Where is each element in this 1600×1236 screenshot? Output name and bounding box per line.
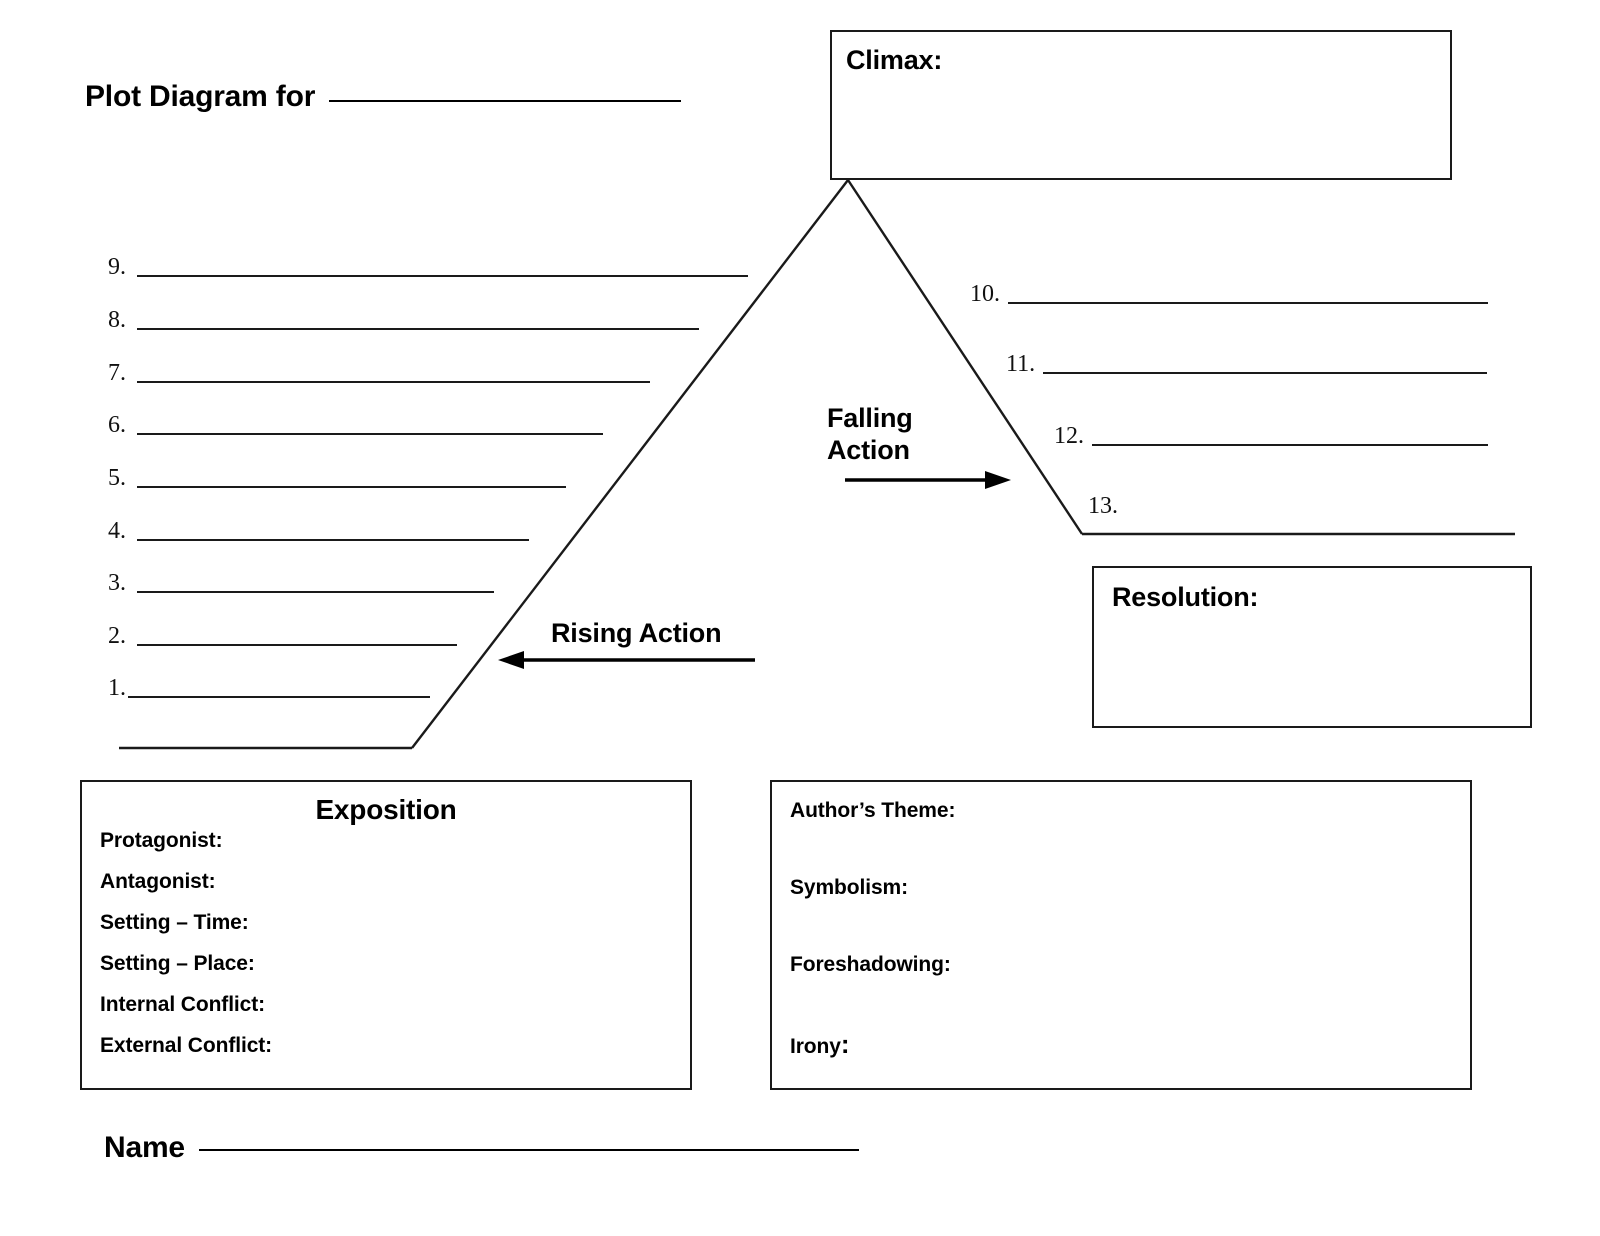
plot-point-row[interactable]: 2. [108, 624, 457, 648]
resolution-label: Resolution: [1112, 582, 1259, 612]
plot-point-blank[interactable] [1043, 372, 1488, 374]
plot-point-number: 10. [970, 281, 1000, 307]
plot-point-row[interactable]: 11. [1006, 351, 1488, 377]
plot-point-row[interactable]: 7. [108, 361, 650, 385]
plot-point-blank[interactable] [137, 591, 494, 593]
falling-action-label: Falling Action [827, 403, 913, 466]
rising-action-label: Rising Action [551, 618, 722, 648]
climax-label: Climax: [846, 45, 943, 75]
exposition-field: Internal Conflict: [100, 993, 266, 1016]
name-input-blank[interactable] [198, 1149, 859, 1151]
exposition-field: Antagonist: [100, 870, 216, 893]
exposition-field: External Conflict: [100, 1034, 273, 1057]
plot-point-number: 12. [1054, 423, 1084, 449]
plot-point-row[interactable]: 13. [1088, 494, 1120, 518]
literary-element-field: Symbolism: [790, 876, 909, 899]
exposition-box[interactable]: Exposition Protagonist: Antagonist: Settin… [80, 780, 692, 1090]
plot-point-number: 11. [1006, 351, 1036, 377]
literary-element-field: Foreshadowing: [790, 953, 951, 976]
plot-point-blank[interactable] [128, 696, 430, 698]
rising-action-arrow [498, 651, 755, 669]
exposition-field-list: Protagonist: Antagonist: Setting – Time: Se… [82, 826, 690, 1056]
exposition-title: Exposition [315, 794, 457, 825]
literary-element-field: Author’s Theme: [790, 799, 956, 822]
plot-point-number: 4. [108, 518, 126, 544]
literary-elements-field-list: Author’s Theme: Symbolism: Foreshadowing: I… [772, 782, 1470, 1057]
plot-point-blank[interactable] [1008, 302, 1488, 304]
plot-point-blank[interactable] [137, 381, 650, 383]
plot-point-blank[interactable] [137, 486, 566, 488]
plot-point-row[interactable]: 5. [108, 466, 566, 490]
plot-point-row[interactable]: 12. [1054, 424, 1488, 448]
page-title: Plot Diagram for [85, 80, 682, 114]
exposition-field: Setting – Place: [100, 952, 255, 975]
plot-point-number: 6. [108, 412, 126, 438]
plot-point-number: 13. [1088, 493, 1118, 519]
plot-point-blank[interactable] [1092, 444, 1488, 446]
climax-box[interactable]: Climax: [830, 30, 1452, 180]
plot-point-row[interactable]: 10. [970, 282, 1488, 306]
exposition-field: Setting – Time: [100, 911, 249, 934]
plot-point-number: 8. [108, 307, 126, 333]
name-row: Name [104, 1131, 859, 1165]
plot-point-row[interactable]: 8. [108, 308, 699, 332]
plot-point-number: 1. [108, 675, 126, 701]
plot-point-blank[interactable] [137, 433, 603, 435]
plot-point-row[interactable]: 4. [108, 519, 529, 543]
resolution-box[interactable]: Resolution: [1092, 566, 1532, 728]
story-title-blank[interactable] [329, 100, 682, 102]
plot-point-number: 3. [108, 570, 126, 596]
plot-point-number: 5. [108, 465, 126, 491]
exposition-field: Protagonist: [100, 829, 223, 852]
plot-point-row[interactable]: 6. [108, 413, 603, 437]
plot-point-row[interactable]: 9. [108, 255, 748, 279]
literary-elements-box[interactable]: Author’s Theme: Symbolism: Foreshadowing: I… [770, 780, 1472, 1090]
plot-point-number: 2. [108, 623, 126, 649]
plot-point-blank[interactable] [137, 644, 457, 646]
plot-point-blank[interactable] [137, 275, 748, 277]
falling-action-arrow [845, 471, 1011, 489]
plot-point-blank[interactable] [137, 328, 699, 330]
plot-point-number: 9. [108, 254, 126, 280]
name-label: Name [104, 1131, 185, 1164]
plot-point-row[interactable]: 3. [108, 571, 494, 595]
plot-point-row[interactable]: 1. [108, 676, 430, 700]
plot-point-number: 7. [108, 360, 126, 386]
plot-point-blank[interactable] [137, 539, 529, 541]
literary-element-field: Irony: [790, 1029, 850, 1059]
page-title-text: Plot Diagram for [85, 80, 316, 113]
